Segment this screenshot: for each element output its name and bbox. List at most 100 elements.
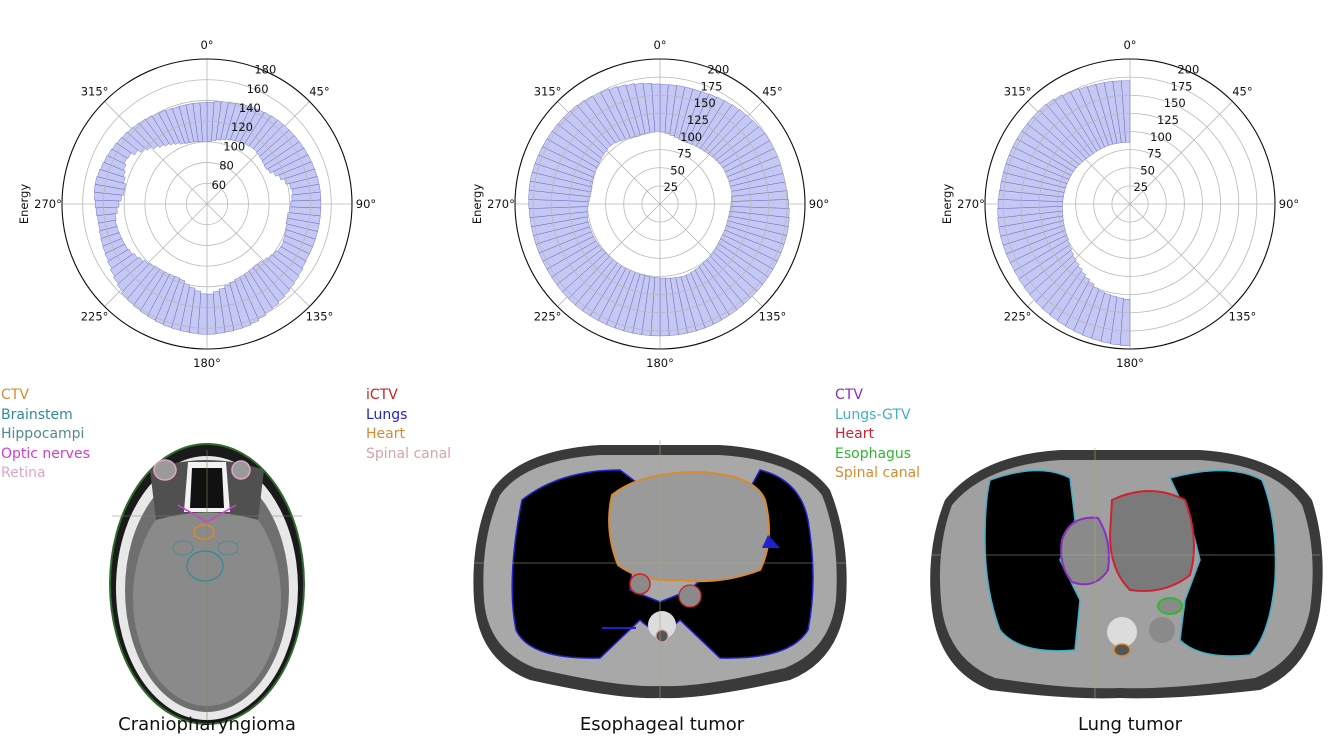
axis-label-energy: Energy xyxy=(17,184,31,224)
polar-bar xyxy=(999,181,1065,198)
ictv-contour xyxy=(678,584,702,608)
angle-tick-label: 225° xyxy=(1004,309,1032,323)
angle-tick-label: 270° xyxy=(34,197,62,211)
radial-tick-label: 25 xyxy=(663,180,678,194)
polar-bar xyxy=(1023,250,1075,295)
angle-tick-label: 270° xyxy=(487,197,515,211)
radial-tick-label: 175 xyxy=(701,79,723,93)
polar-bar xyxy=(608,86,636,139)
legend-item: Spinal canal xyxy=(366,445,452,462)
polar-bar xyxy=(99,226,120,239)
axis-label-energy: Energy xyxy=(470,184,484,224)
polar-bar xyxy=(158,109,180,145)
polar-ring xyxy=(1075,149,1185,259)
angle-tick-label: 90° xyxy=(809,197,829,211)
polar-bar xyxy=(104,243,129,261)
radial-tick-label: 150 xyxy=(694,96,716,110)
polar-ring xyxy=(123,120,291,288)
polar-ring xyxy=(568,112,752,296)
polar-ring xyxy=(165,162,249,246)
polar-bar xyxy=(100,161,126,178)
spinal-canal-contour xyxy=(655,629,669,643)
polar-bar xyxy=(171,283,191,331)
polar-bar xyxy=(998,215,1064,237)
radial-tick-label: 150 xyxy=(1164,96,1186,110)
radial-tick-label: 80 xyxy=(219,159,234,173)
axis-label-energy: Energy xyxy=(940,184,954,224)
angle-tick-label: 135° xyxy=(306,309,334,323)
polar-bar xyxy=(634,82,651,135)
polar-bar xyxy=(127,126,152,151)
polar-ring xyxy=(605,149,715,259)
polar-bar xyxy=(1062,91,1101,152)
caption-esophageal: Esophageal tumor xyxy=(579,714,745,735)
polar-ring xyxy=(587,131,733,277)
polar-bar xyxy=(998,190,1064,202)
angle-tick-label: 45° xyxy=(762,85,782,99)
polar-bar xyxy=(1110,297,1124,346)
polar-bar xyxy=(1082,290,1105,339)
radial-tick-label: 120 xyxy=(231,120,253,134)
angle-tick-label: 180° xyxy=(193,356,221,370)
spinal-canal-contour-lung xyxy=(1113,643,1131,657)
legend-item: Hippocampi xyxy=(1,426,85,442)
brainstem-contour xyxy=(186,550,224,582)
polar-border xyxy=(514,58,806,350)
polar-ring xyxy=(550,94,770,314)
polar-bar xyxy=(1095,82,1118,145)
polar-bar xyxy=(95,176,126,190)
radial-tick-label: 125 xyxy=(687,113,709,127)
polar-bar xyxy=(532,163,594,188)
hippocampi-contour xyxy=(217,540,239,556)
angle-tick-label: 225° xyxy=(534,309,562,323)
legend-item: Heart xyxy=(366,426,405,442)
legend-item: CTV xyxy=(1,387,29,403)
polar-bar xyxy=(1041,265,1083,315)
polar-ring xyxy=(1093,167,1167,241)
polar-bar xyxy=(997,206,1063,219)
polar-bar xyxy=(557,116,605,159)
radial-tick-label: 175 xyxy=(1171,79,1193,93)
polar-bar xyxy=(139,118,165,148)
polar-bar xyxy=(551,123,603,163)
legend-item: Esophagus xyxy=(835,445,912,462)
polar-bar xyxy=(577,99,616,146)
polar-bar xyxy=(1064,281,1095,331)
polar-bar xyxy=(563,110,608,154)
ct-image-esophageal xyxy=(473,440,847,700)
angle-tick-label: 0° xyxy=(653,38,666,52)
polar-bar xyxy=(546,130,600,168)
polar-ring xyxy=(1038,112,1222,296)
retina-contour-right xyxy=(231,460,251,480)
retina-contour-left xyxy=(153,459,177,481)
polar-border xyxy=(984,58,1276,350)
polar-bar xyxy=(1078,86,1109,148)
polar-chart-lung: 2550751001251501752000°45°90°135°180°225… xyxy=(940,38,1299,370)
polar-bar xyxy=(112,256,144,284)
polar-bar xyxy=(97,168,126,184)
polar-bar xyxy=(103,155,127,171)
polar-bar xyxy=(1018,244,1073,287)
legend-item: Spinal canal xyxy=(835,465,921,481)
heart-contour-lung xyxy=(1108,490,1195,592)
lungs-gtv-contour xyxy=(1168,469,1277,657)
polar-ring xyxy=(1057,131,1203,277)
angle-tick-label: 90° xyxy=(356,197,376,211)
polar-bar xyxy=(1073,286,1100,335)
angle-tick-label: 180° xyxy=(1116,356,1144,370)
radial-tick-label: 75 xyxy=(1147,147,1162,161)
radial-tick-label: 200 xyxy=(1177,63,1199,77)
polar-bar xyxy=(1054,94,1098,154)
polar-bar xyxy=(1049,271,1087,321)
angle-tick-label: 135° xyxy=(759,309,787,323)
angle-tick-label: 180° xyxy=(646,356,674,370)
angle-tick-label: 135° xyxy=(1229,309,1257,323)
angle-tick-label: 315° xyxy=(81,85,109,99)
ctv-contour-lung xyxy=(1060,516,1110,586)
legend-item: Optic nerves xyxy=(1,445,90,462)
caption-lung: Lung tumor xyxy=(1077,714,1183,735)
angle-tick-label: 90° xyxy=(1279,197,1299,211)
polar-ring xyxy=(103,100,311,308)
